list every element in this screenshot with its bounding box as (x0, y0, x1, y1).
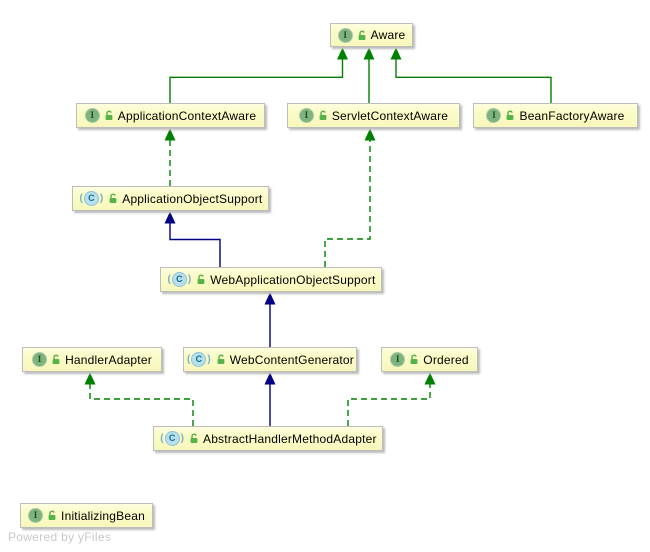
node-aware[interactable]: I Aware (330, 23, 413, 47)
class-icon: (C) (167, 272, 193, 287)
node-application-object-support[interactable]: (C) ApplicationObjectSupport (72, 186, 269, 211)
node-label: Ordered (423, 352, 469, 367)
interface-icon: I (84, 108, 100, 123)
node-label: ServletContextAware (331, 108, 449, 123)
lock-icon (108, 193, 118, 204)
node-label: AbstractHandlerMethodAdapter (202, 431, 377, 446)
edge-webapplicationobjectsupport-extends-applicationobjectsupport (164, 211, 221, 267)
interface-icon: I (298, 108, 314, 123)
class-icon: (C) (186, 352, 212, 367)
node-handler-adapter[interactable]: I HandlerAdapter (22, 347, 162, 372)
lock-icon (47, 510, 57, 521)
interface-icon: I (390, 352, 406, 367)
node-web-application-object-support[interactable]: (C) WebApplicationObjectSupport (160, 267, 382, 292)
lock-icon (357, 30, 367, 41)
class-icon: (C) (79, 191, 105, 206)
interface-icon: I (32, 352, 48, 367)
edge-abstracthandlermethodadapter-extends-webcontentgenerator (264, 372, 276, 426)
node-label: WebApplicationObjectSupport (210, 272, 376, 287)
edge-beanfactoryaware-extends-aware (390, 47, 552, 103)
node-servlet-context-aware[interactable]: I ServletContextAware (287, 103, 460, 128)
node-application-context-aware[interactable]: I ApplicationContextAware (76, 103, 265, 128)
edge-applicationcontextaware-extends-aware (169, 47, 348, 103)
edge-abstracthandlermethodadapter-implements-handleradapter (84, 372, 194, 426)
interface-icon: I (486, 108, 502, 123)
yfiles-watermark: Powered by yFiles (8, 530, 112, 544)
node-web-content-generator[interactable]: (C) WebContentGenerator (183, 347, 357, 372)
edge-webapplicationobjectsupport-implements-servletcontextaware (324, 128, 376, 267)
node-initializing-bean[interactable]: I InitializingBean (20, 503, 153, 528)
node-label: ApplicationContextAware (117, 108, 257, 123)
lock-icon (216, 354, 226, 365)
node-ordered[interactable]: I Ordered (381, 347, 478, 372)
edge-abstracthandlermethodadapter-implements-ordered (347, 372, 436, 426)
node-abstract-handler-method-adapter[interactable]: (C) AbstractHandlerMethodAdapter (153, 426, 383, 451)
lock-icon (104, 110, 114, 121)
edge-applicationobjectsupport-implements-applicationcontextaware (164, 128, 176, 186)
lock-icon (318, 110, 328, 121)
interface-icon: I (28, 508, 44, 523)
node-label: Aware (370, 28, 406, 42)
lock-icon (505, 110, 515, 121)
interface-icon: I (337, 27, 353, 43)
lock-icon (51, 354, 61, 365)
node-bean-factory-aware[interactable]: I BeanFactoryAware (473, 103, 638, 128)
node-label: InitializingBean (61, 508, 145, 523)
node-label: BeanFactoryAware (519, 108, 625, 123)
node-label: ApplicationObjectSupport (122, 191, 263, 206)
node-label: HandlerAdapter (65, 352, 152, 367)
edge-servletcontextaware-extends-aware (363, 47, 375, 103)
lock-icon (409, 354, 419, 365)
edge-webcontentgenerator-extends-webapplicationobjectsupport (264, 292, 276, 347)
lock-icon (189, 433, 199, 444)
class-icon: (C) (159, 431, 185, 446)
lock-icon (196, 274, 206, 285)
node-label: WebContentGenerator (229, 352, 355, 367)
